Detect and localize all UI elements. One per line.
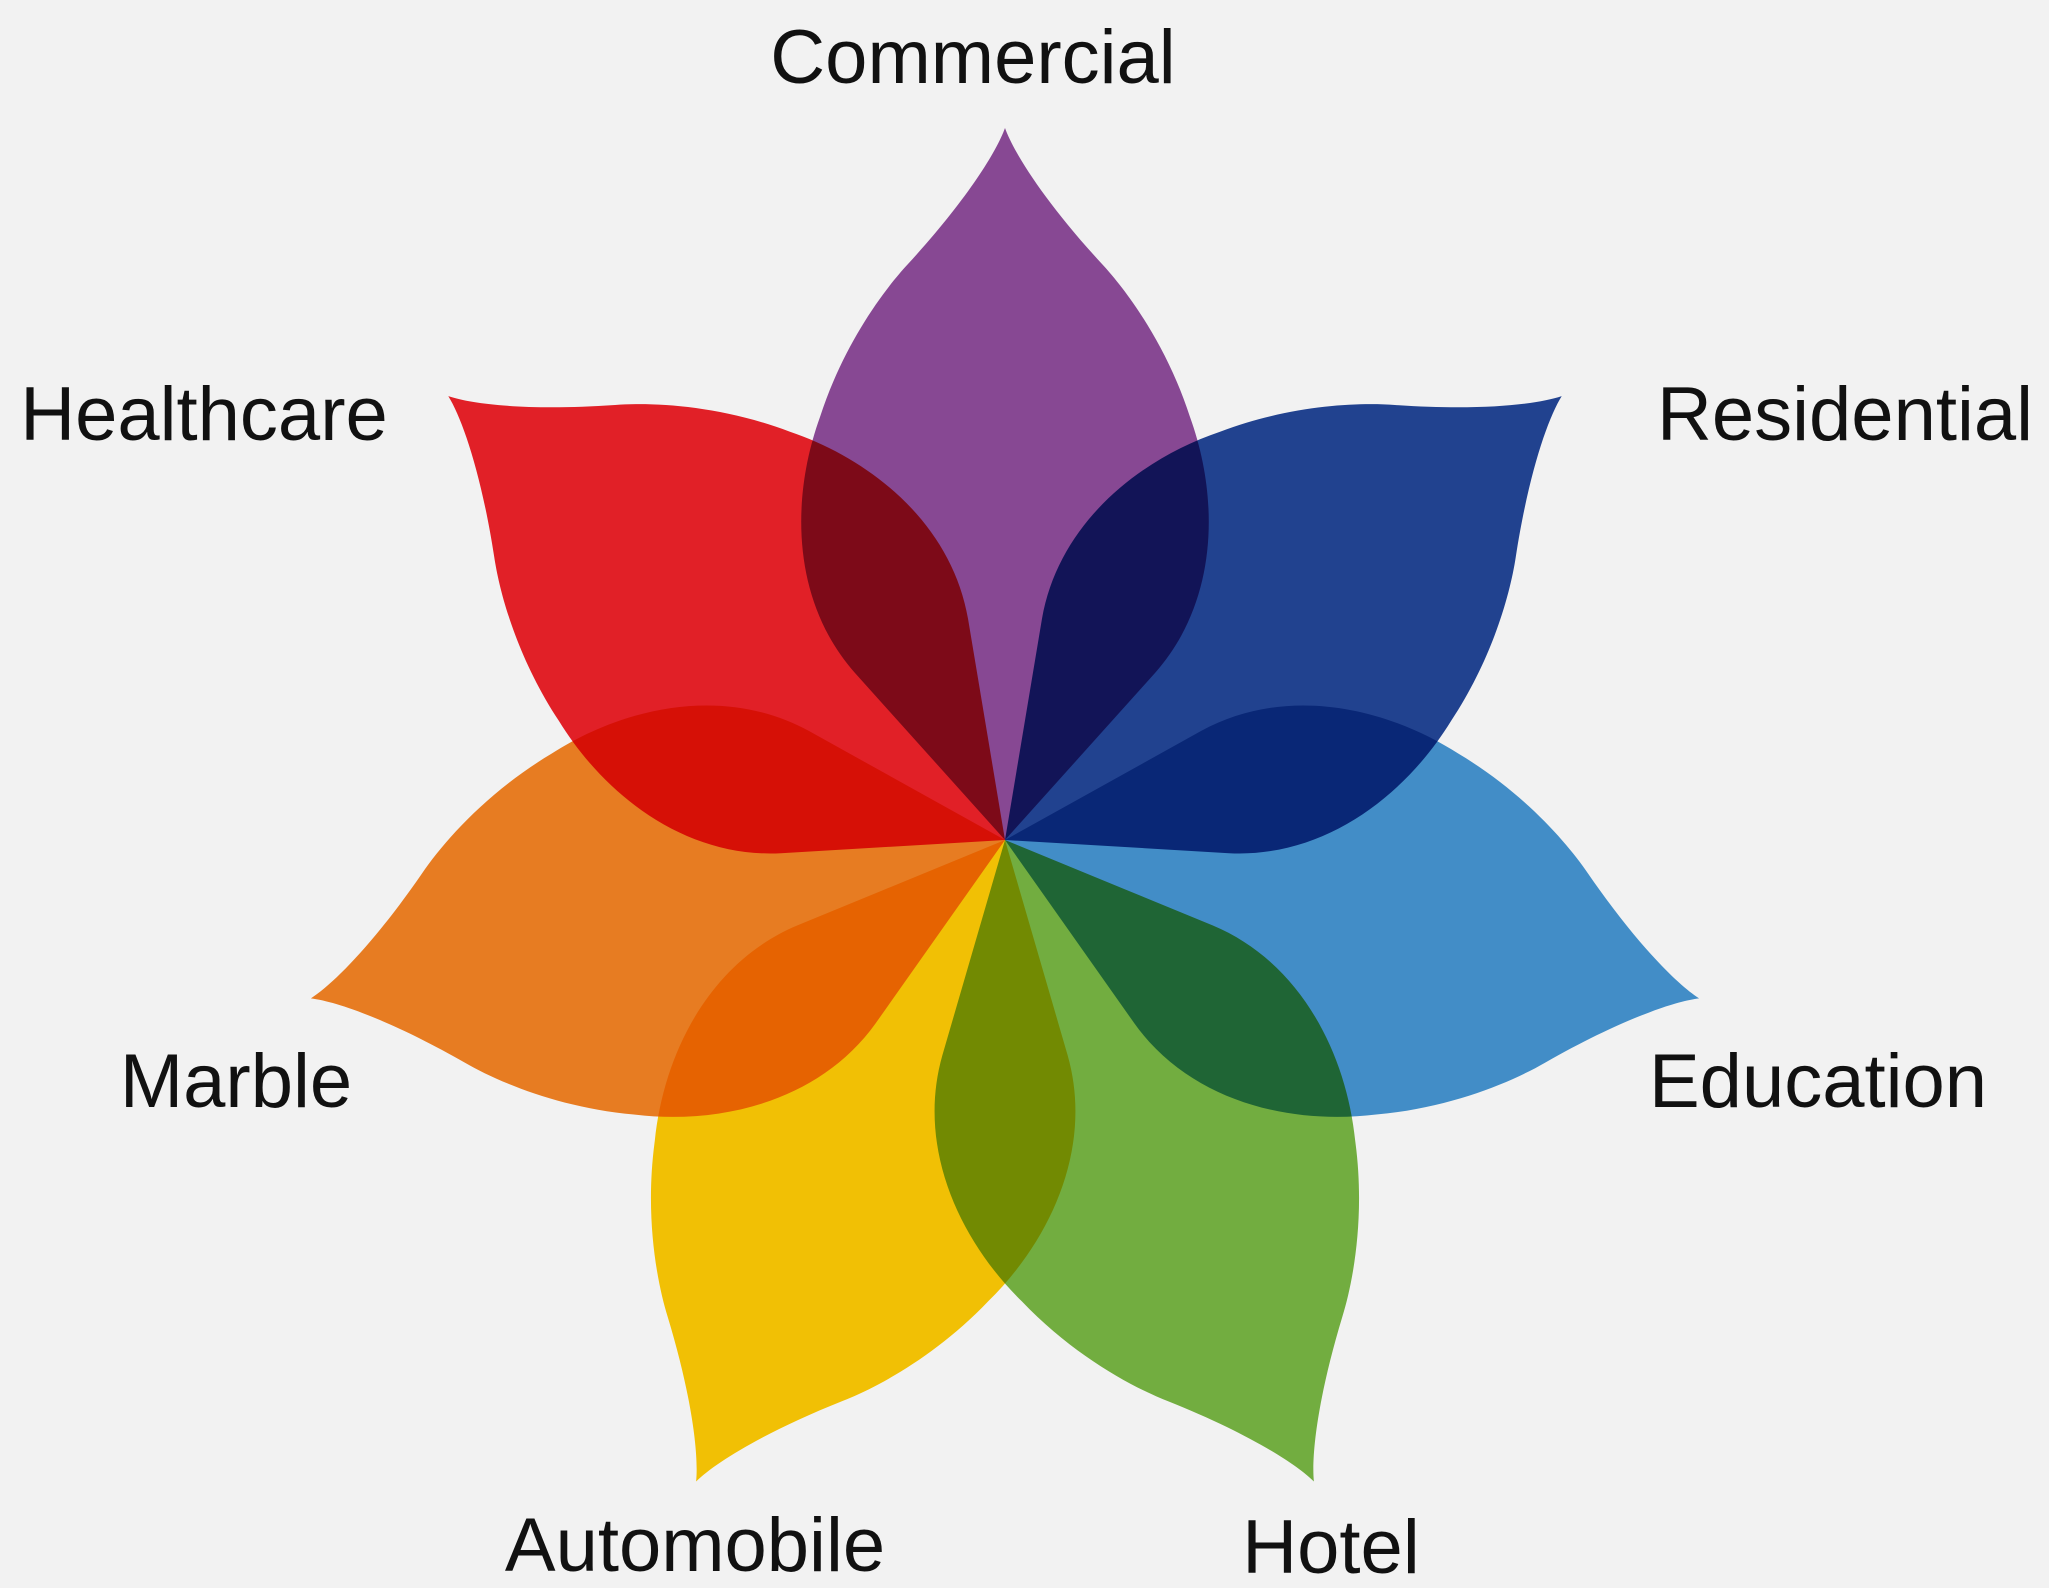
label-education: Education: [1649, 1039, 1987, 1124]
label-layer: Commercial Residential Education Hotel A…: [20, 15, 2033, 1588]
label-commercial: Commercial: [770, 15, 1175, 100]
petal-healthcare: [448, 396, 1005, 854]
petal-layer: [310, 128, 1700, 1482]
label-healthcare: Healthcare: [20, 372, 388, 457]
label-marble: Marble: [120, 1039, 352, 1124]
label-hotel: Hotel: [1242, 1505, 1419, 1588]
label-residential: Residential: [1657, 372, 2033, 457]
label-automobile: Automobile: [505, 1503, 885, 1588]
